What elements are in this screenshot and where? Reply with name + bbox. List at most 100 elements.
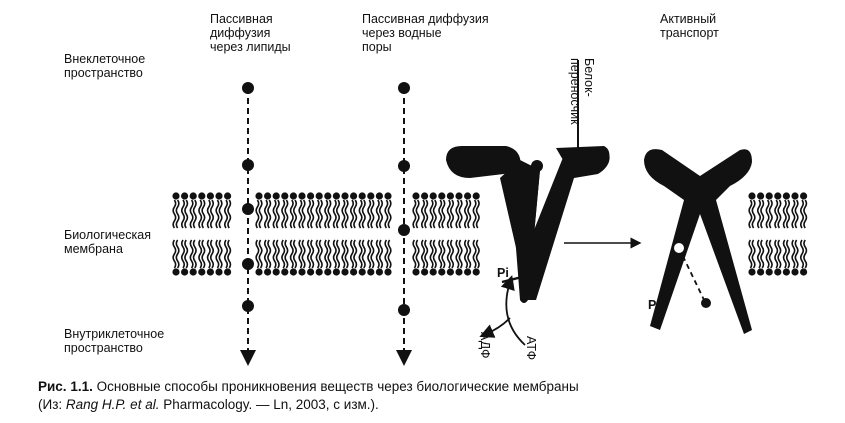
lipid-tail bbox=[201, 199, 206, 229]
lipid-head bbox=[172, 268, 180, 276]
active-transport-label: Активный транспорт bbox=[660, 12, 719, 40]
lipid-head bbox=[384, 192, 392, 200]
lipid-tail bbox=[370, 199, 375, 229]
lipid-tail bbox=[432, 199, 437, 229]
lipid-tail bbox=[215, 239, 220, 269]
lipid-tail bbox=[429, 199, 434, 229]
lipid-tail bbox=[327, 239, 332, 269]
lipid-head bbox=[264, 192, 272, 200]
lipid-tail bbox=[327, 199, 332, 229]
lipid-tail bbox=[429, 239, 434, 269]
lipid-head bbox=[358, 268, 366, 276]
lipid-head bbox=[800, 192, 808, 200]
lipid-head bbox=[765, 268, 773, 276]
lipid-tail bbox=[361, 239, 366, 269]
lipid-tail bbox=[315, 239, 320, 269]
lipid-tail bbox=[289, 199, 294, 229]
lipid-tail bbox=[794, 239, 799, 269]
lipid-tail bbox=[306, 239, 312, 269]
lipid-tail bbox=[281, 239, 286, 269]
lipid-tail bbox=[756, 199, 762, 229]
lipid-tail bbox=[438, 199, 443, 229]
lipid-tail bbox=[765, 239, 770, 269]
lipid-head bbox=[472, 268, 480, 276]
lipid-tail bbox=[267, 239, 272, 269]
lipid-head bbox=[791, 192, 799, 200]
lipid-tail bbox=[201, 239, 206, 269]
lipid-tail bbox=[324, 239, 329, 269]
lipid-tail bbox=[774, 239, 779, 269]
lipid-tail bbox=[794, 199, 799, 229]
molecule bbox=[672, 241, 686, 255]
lipid-tail bbox=[438, 239, 443, 269]
lipid-tail bbox=[768, 199, 773, 229]
lipid-tail bbox=[449, 199, 455, 229]
lipid-tail bbox=[324, 199, 329, 229]
lipid-tail bbox=[275, 239, 280, 269]
lipid-tail bbox=[209, 199, 215, 229]
lipid-head bbox=[172, 192, 180, 200]
lipid-head bbox=[341, 192, 349, 200]
lipid-tail bbox=[198, 199, 203, 229]
lipid-tail bbox=[258, 239, 263, 269]
lipid-tail bbox=[760, 239, 765, 269]
lipid-head bbox=[315, 268, 323, 276]
lipid-head bbox=[412, 192, 420, 200]
lipid-tail bbox=[803, 239, 808, 269]
lipid-head bbox=[350, 268, 358, 276]
lipid-head bbox=[298, 192, 306, 200]
lipid-tail bbox=[301, 239, 306, 269]
lipid-tail bbox=[206, 199, 211, 229]
lipid-head bbox=[464, 268, 472, 276]
lipid-tail bbox=[298, 239, 303, 269]
lipid-head bbox=[307, 268, 315, 276]
lipid-tail bbox=[472, 239, 477, 269]
lipid-head bbox=[358, 192, 366, 200]
lipid-tail bbox=[192, 239, 197, 269]
lipid-tail bbox=[175, 239, 180, 269]
lipid-tail bbox=[415, 199, 420, 229]
lipid-tail bbox=[172, 199, 177, 229]
lipid-head bbox=[206, 268, 214, 276]
carrier-protein-open bbox=[446, 60, 610, 303]
lipid-tail bbox=[748, 199, 753, 229]
lipid-head bbox=[375, 192, 383, 200]
lipid-tail bbox=[467, 199, 472, 229]
lipid-head bbox=[298, 268, 306, 276]
lipid-head bbox=[367, 268, 375, 276]
lipid-tail bbox=[255, 199, 260, 229]
intracellular-label: Внутриклеточное пространство bbox=[64, 327, 165, 355]
lipid-tail bbox=[449, 239, 455, 269]
lipid-tail bbox=[218, 239, 223, 269]
lipid-tail bbox=[412, 239, 417, 269]
lipid-tail bbox=[353, 239, 358, 269]
lipid-tail bbox=[463, 239, 469, 269]
lipid-tail bbox=[315, 199, 320, 229]
lipid-head bbox=[341, 268, 349, 276]
molecule bbox=[531, 160, 543, 172]
lipid-head bbox=[421, 268, 429, 276]
lipid-tail bbox=[432, 239, 437, 269]
lipid-tail bbox=[420, 199, 426, 229]
lipid-head bbox=[324, 192, 332, 200]
lipid-tail bbox=[255, 239, 260, 269]
lipid-tail bbox=[446, 199, 451, 229]
lipid-tail bbox=[335, 239, 341, 269]
lipid-tail bbox=[361, 199, 366, 229]
lipid-tail bbox=[301, 199, 306, 229]
lipid-head bbox=[782, 268, 791, 276]
lipid-tail bbox=[378, 199, 384, 229]
lipid-tail bbox=[223, 199, 229, 229]
lipid-tail bbox=[472, 199, 477, 229]
lipid-tail bbox=[756, 239, 762, 269]
figure-caption: Рис. 1.1. Основные способы проникновения… bbox=[38, 378, 838, 414]
lipid-tail bbox=[751, 239, 756, 269]
lipid-tail bbox=[292, 199, 298, 229]
caption-authors: Rang H.P. et al. bbox=[65, 397, 160, 412]
caption-source-prefix: (Из: bbox=[38, 397, 66, 412]
lipid-tail bbox=[375, 239, 380, 269]
lipid-tail bbox=[791, 199, 796, 229]
lipid-tail bbox=[782, 199, 787, 229]
lipid-tail bbox=[284, 199, 289, 229]
lipid-tail bbox=[180, 239, 186, 269]
